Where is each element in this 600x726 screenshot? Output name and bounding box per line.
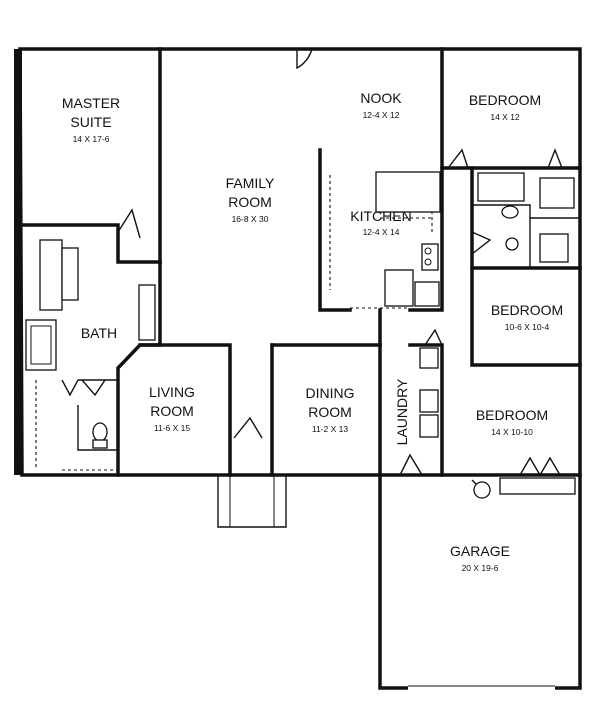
- living-room-size: 11-6 X 15: [154, 423, 191, 433]
- bedroom-middle-size: 10-6 X 10-4: [505, 322, 550, 332]
- garage-size: 20 X 19-6: [462, 563, 499, 573]
- bedroom-closet: [499, 477, 576, 495]
- refrigerator-icon: [414, 281, 440, 307]
- toilet-icon: [92, 422, 108, 442]
- closet-icon: [539, 177, 575, 209]
- bathtub-inner-icon: [30, 325, 52, 365]
- living-room-name-line1: LIVING: [149, 384, 195, 400]
- living-room-name-line2: ROOM: [150, 403, 194, 419]
- hall-toilet-icon: [501, 205, 519, 219]
- bedroom-bottom-size: 14 X 10-10: [491, 427, 533, 437]
- exterior-walls: [14, 47, 582, 690]
- washer-icon: [419, 389, 439, 413]
- bedroom-top-size: 14 X 12: [490, 112, 520, 122]
- family-room-name-line1: FAMILY: [226, 175, 275, 191]
- family-room-size: 16-8 X 30: [232, 214, 269, 224]
- garage-name: GARAGE: [450, 543, 510, 559]
- master-suite-name-line2: SUITE: [70, 114, 111, 130]
- master-closet-shelves: [39, 239, 79, 311]
- kitchen-fixtures: [375, 171, 441, 307]
- linen-closet-icon: [539, 233, 569, 263]
- interior-walls: [20, 47, 582, 477]
- pantry-icon: [384, 269, 414, 307]
- dining-room-name-line2: ROOM: [308, 404, 352, 420]
- utility-sink-icon: [419, 347, 439, 369]
- bedroom-middle-name: BEDROOM: [491, 302, 563, 318]
- hall-bath-fixtures: [477, 172, 575, 263]
- kitchen-name: KITCHEN: [350, 208, 411, 224]
- bath-name: BATH: [81, 325, 117, 341]
- family-room-name-line2: ROOM: [228, 194, 272, 210]
- vanity-icon: [138, 284, 156, 341]
- nook-name: NOOK: [360, 90, 402, 106]
- water-heater-icon: [471, 479, 491, 499]
- bath-fixtures: [25, 284, 156, 449]
- master-suite-name-line1: MASTER: [62, 95, 120, 111]
- front-entry-porch: [217, 475, 287, 528]
- bedroom-bottom-name: BEDROOM: [476, 407, 548, 423]
- range-icon: [421, 243, 439, 271]
- dining-room-size: 11-2 X 13: [312, 424, 349, 434]
- openings: [35, 175, 433, 471]
- hall-sink-icon: [505, 237, 519, 251]
- laundry-fixtures: [419, 347, 439, 438]
- kitchen-size: 12-4 X 14: [363, 227, 400, 237]
- bedroom-top-name: BEDROOM: [469, 92, 541, 108]
- laundry-name: LAUNDRY: [394, 378, 410, 445]
- dryer-icon: [419, 414, 439, 438]
- master-suite-size: 14 X 17-6: [73, 134, 110, 144]
- toilet-tank-icon: [92, 439, 108, 449]
- nook-size: 12-4 X 12: [363, 110, 400, 120]
- tub-icon: [477, 172, 525, 202]
- dining-room-name-line1: DINING: [306, 385, 355, 401]
- door-swings: [61, 48, 563, 476]
